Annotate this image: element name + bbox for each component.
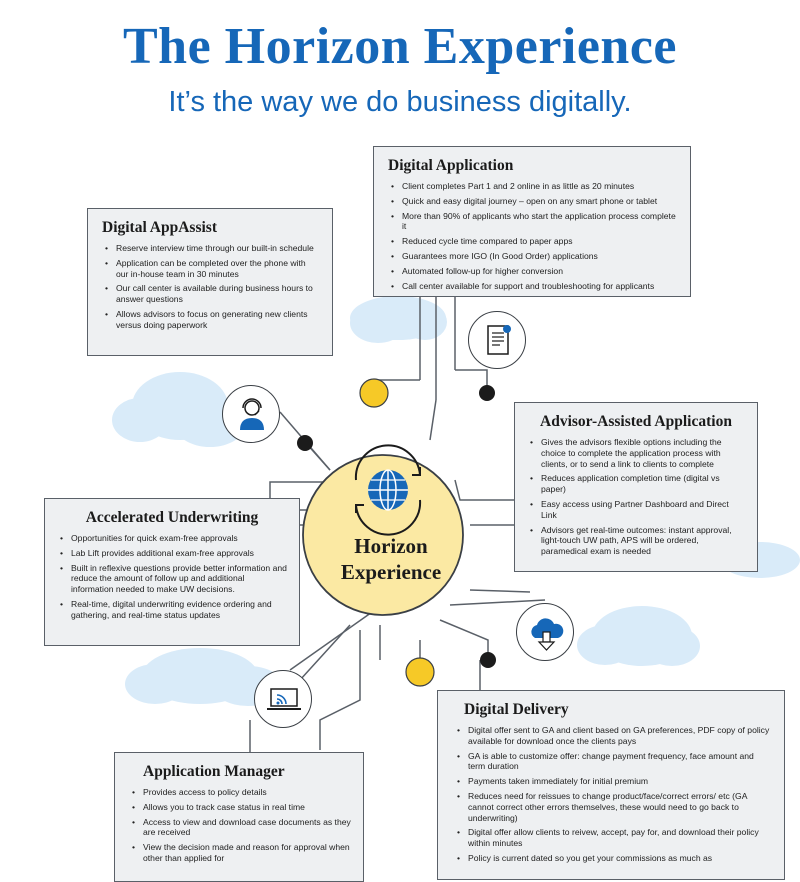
section-title: Application Manager [143,763,285,780]
digital-appassist-panel: Digital AppAssist Reserve interview time… [87,208,333,356]
section-title: Digital AppAssist [102,219,217,236]
list-item: Automated follow-up for higher conversio… [391,266,678,277]
yellow-dot [359,378,389,408]
accelerated-underwriting-panel: Accelerated Underwriting Opportunities f… [44,498,300,646]
list-item: View the decision made and reason for ap… [132,842,351,864]
list-item: Quick and easy digital journey – open on… [391,196,678,207]
list-item: Allows advisors to focus on generating n… [105,309,320,331]
list-item: Reduced cycle time compared to paper app… [391,236,678,247]
section-title: Advisor-Assisted Application [540,413,732,430]
cloud-shape [577,606,700,666]
yellow-dot [405,657,435,687]
bullet-list: Digital offer sent to GA and client base… [454,725,772,864]
hub-label: Horizon Experience [305,533,477,585]
list-item: Reduces application completion time (dig… [530,473,745,495]
list-item: Opportunities for quick exam-free approv… [60,533,287,544]
bullet-list: Opportunities for quick exam-free approv… [57,533,287,621]
list-item: Digital offer allow clients to reivew, a… [457,827,772,849]
list-item: Allows you to track case status in real … [132,802,351,813]
list-item: Client completes Part 1 and 2 online in … [391,181,678,192]
list-item: Access to view and download case documen… [132,817,351,839]
list-item: Policy is current dated so you get your … [457,853,772,864]
list-item: Gives the advisors flexible options incl… [530,437,745,469]
document-icon [468,311,526,369]
list-item: Real-time, digital underwriting evidence… [60,599,287,621]
application-manager-panel: Application Manager Provides access to p… [114,752,364,882]
headset-agent-icon [222,385,280,443]
digital-application-panel: Digital Application Client completes Par… [373,146,691,297]
list-item: Built in reflexive questions provide bet… [60,563,287,595]
black-dot [297,435,313,451]
bullet-list: Reserve interview time through our built… [102,243,320,331]
bullet-list: Provides access to policy details Allows… [129,787,351,864]
list-item: Call center available for support and tr… [391,281,678,292]
page-title: The Horizon Experience [122,18,678,75]
hub-label-line1: Horizon [354,534,428,558]
globe-icon [354,444,422,536]
cloud-shape [350,296,447,343]
infographic-background [112,296,800,752]
bullet-list: Gives the advisors flexible options incl… [527,437,745,557]
digital-delivery-panel: Digital Delivery Digital offer sent to G… [437,690,785,880]
list-item: Guarantees more IGO (In Good Order) appl… [391,251,678,262]
page-subtitle: It’s the way we do business digitally. [168,86,632,118]
hub-label-line2: Experience [340,560,442,584]
bullet-list: Client completes Part 1 and 2 online in … [388,181,678,291]
list-item: Reserve interview time through our built… [105,243,320,254]
black-dot [480,652,496,668]
laptop-wifi-icon [254,670,312,728]
cloud-shape [125,648,283,706]
list-item: Advisors get real-time outcomes: instant… [530,525,745,557]
list-item: Reduces need for reissues to change prod… [457,791,772,823]
cloud-download-icon [516,603,574,661]
list-item: Our call center is available during busi… [105,283,320,305]
advisor-assisted-application-panel: Advisor-Assisted Application Gives the a… [514,402,758,572]
list-item: Provides access to policy details [132,787,351,798]
list-item: GA is able to customize offer: change pa… [457,751,772,773]
black-dot [479,385,495,401]
section-title: Digital Application [388,157,514,174]
list-item: Lab Lift provides additional exam-free a… [60,548,287,559]
section-title: Accelerated Underwriting [85,509,259,526]
list-item: Digital offer sent to GA and client base… [457,725,772,747]
list-item: More than 90% of applicants who start th… [391,211,678,233]
section-title: Digital Delivery [464,701,569,718]
list-item: Easy access using Partner Dashboard and … [530,499,745,521]
list-item: Application can be completed over the ph… [105,258,320,280]
list-item: Payments taken immediately for initial p… [457,776,772,787]
